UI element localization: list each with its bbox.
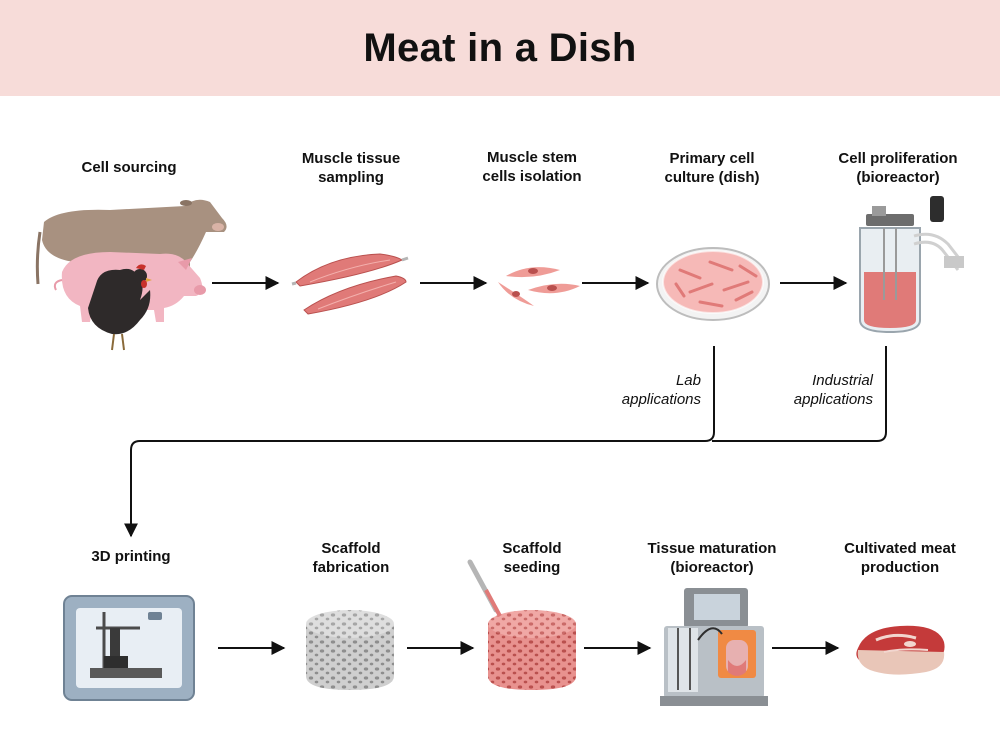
petri-dish-icon: [656, 247, 770, 321]
label-3d-printing: 3D printing: [91, 547, 170, 566]
label-scaffold-seeding: Scaffold seeding: [502, 539, 561, 577]
muscle-tissue-icon: [291, 253, 409, 315]
label-cell-sourcing: Cell sourcing: [81, 158, 176, 177]
flow-arrows: [124, 276, 887, 655]
label-primary-cell-culture: Primary cell culture (dish): [664, 149, 759, 187]
label-line: (bioreactor): [670, 559, 754, 576]
label-line: production: [860, 559, 940, 576]
label-line: culture (dish): [664, 169, 760, 186]
label-scaffold-fabrication: Scaffold fabrication: [313, 539, 390, 577]
label-muscle-tissue-sampling: Muscle tissue sampling: [302, 149, 400, 187]
branch-label-industrial: Industrial applications: [794, 371, 873, 409]
label-line: Industrial: [812, 372, 873, 389]
label-line: applications: [793, 391, 873, 408]
chicken-icon: [88, 264, 152, 351]
connector-lab: [124, 346, 715, 538]
title-banner: Meat in a Dish: [0, 0, 1000, 96]
label-line: (bioreactor): [856, 169, 940, 186]
branch-label-lab: Lab applications: [622, 371, 701, 409]
3d-printer-icon: [63, 595, 195, 701]
label-line: Lab: [675, 372, 701, 389]
label-line: 3D printing: [91, 548, 171, 565]
label-line: Cell proliferation: [838, 150, 958, 167]
bioreactor-icon: [859, 196, 964, 334]
label-line: fabrication: [312, 559, 390, 576]
label-line: Cell sourcing: [81, 159, 177, 176]
label-line: Scaffold: [321, 540, 381, 557]
label-line: sampling: [318, 169, 384, 186]
pipette-icon: [467, 559, 502, 617]
connector-industrial: [712, 346, 887, 442]
label-line: applications: [621, 391, 701, 408]
label-line: Muscle tissue: [301, 150, 401, 167]
steak-icon: [856, 625, 945, 675]
maturation-bioreactor-icon: [660, 588, 768, 706]
label-tissue-maturation: Tissue maturation (bioreactor): [648, 539, 777, 577]
label-stem-cells-isolation: Muscle stem cells isolation: [482, 148, 581, 186]
label-line: cells isolation: [482, 168, 582, 185]
label-line: Cultivated meat: [844, 540, 956, 557]
label-line: Primary cell: [669, 150, 755, 167]
animals-icon: [35, 199, 227, 351]
label-line: Scaffold: [502, 540, 562, 557]
label-cultivated-meat: Cultivated meat production: [844, 539, 956, 577]
label-cell-proliferation: Cell proliferation (bioreactor): [838, 149, 957, 187]
stem-cells-icon: [498, 267, 580, 306]
label-line: Tissue maturation: [647, 540, 777, 557]
label-line: Muscle stem: [486, 149, 578, 166]
scaffold-icon: [306, 610, 394, 690]
page-title: Meat in a Dish: [363, 25, 637, 70]
seeded-scaffold-icon: [488, 610, 576, 690]
label-line: seeding: [503, 559, 561, 576]
